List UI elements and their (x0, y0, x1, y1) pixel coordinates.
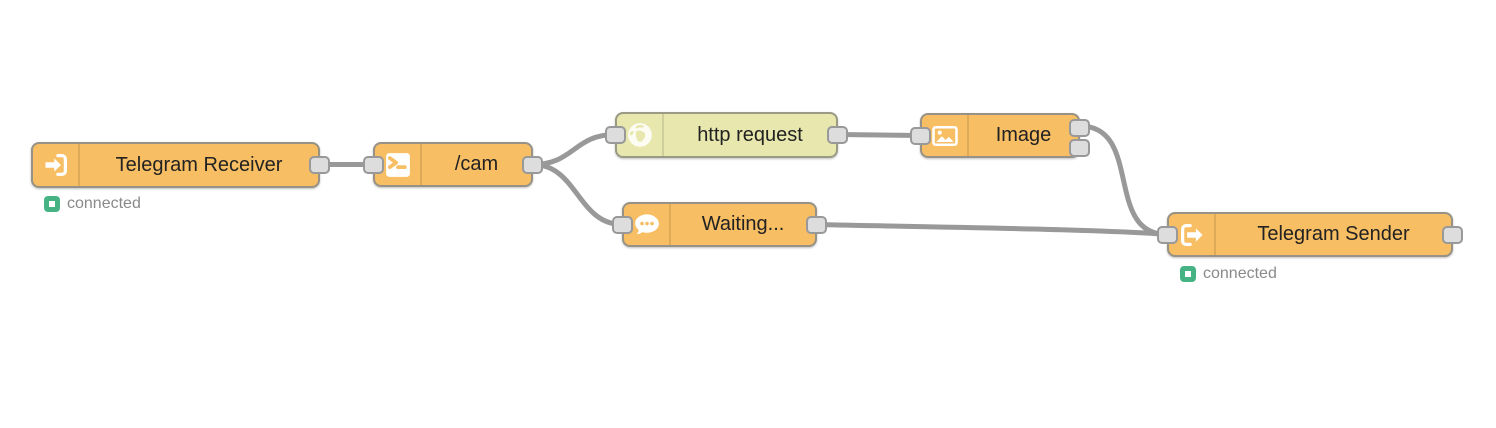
wire-waiting-to-sender[interactable] (814, 222, 1170, 237)
node-http-request[interactable]: http request (605, 112, 848, 158)
wire-cam-to-waiting[interactable] (530, 162, 625, 227)
status-badge: connected (1180, 265, 1277, 283)
wire-cam-to-http-request[interactable] (530, 132, 618, 167)
output-port[interactable] (806, 215, 827, 234)
connected-status-icon (1180, 266, 1196, 282)
output-port[interactable] (309, 156, 330, 174)
node-telegram-receiver[interactable]: Telegram Receiver connected (31, 142, 330, 212)
status-text: connected (67, 195, 141, 212)
node-telegram-sender[interactable]: Telegram Sender connected (1157, 212, 1463, 282)
wire-image-to-sender[interactable] (1077, 123, 1170, 237)
input-port[interactable] (612, 215, 633, 234)
node-cam-command[interactable]: /cam (363, 142, 543, 187)
input-port[interactable] (605, 126, 626, 144)
node-label: Telegram Receiver (115, 153, 283, 176)
status-text: connected (1203, 265, 1277, 282)
output-port[interactable] (522, 155, 543, 174)
node-label: Waiting... (701, 213, 785, 235)
node-label: /cam (454, 153, 499, 175)
input-port[interactable] (363, 155, 384, 174)
input-port[interactable] (910, 126, 931, 145)
terminal-prompt-icon (375, 144, 422, 185)
status-badge: connected (44, 195, 141, 213)
output-port-2[interactable] (1069, 139, 1090, 157)
globe-icon (617, 114, 664, 156)
node-label: Telegram Sender (1257, 223, 1410, 245)
wire-http-request-to-image[interactable] (835, 132, 923, 138)
input-port[interactable] (1157, 225, 1178, 244)
output-port[interactable] (1442, 225, 1463, 244)
speech-bubble-icon (624, 204, 671, 245)
connected-status-icon (44, 196, 60, 212)
output-port-1[interactable] (1069, 119, 1090, 137)
output-port[interactable] (827, 126, 848, 144)
sign-out-arrow-icon (1169, 214, 1216, 255)
node-image-preview[interactable]: Image (910, 113, 1090, 158)
node-label: Image (995, 124, 1052, 146)
sign-in-arrow-icon (33, 144, 80, 186)
node-waiting-message[interactable]: Waiting... (612, 202, 827, 247)
node-label: http request (697, 123, 803, 146)
image-icon (922, 115, 969, 156)
